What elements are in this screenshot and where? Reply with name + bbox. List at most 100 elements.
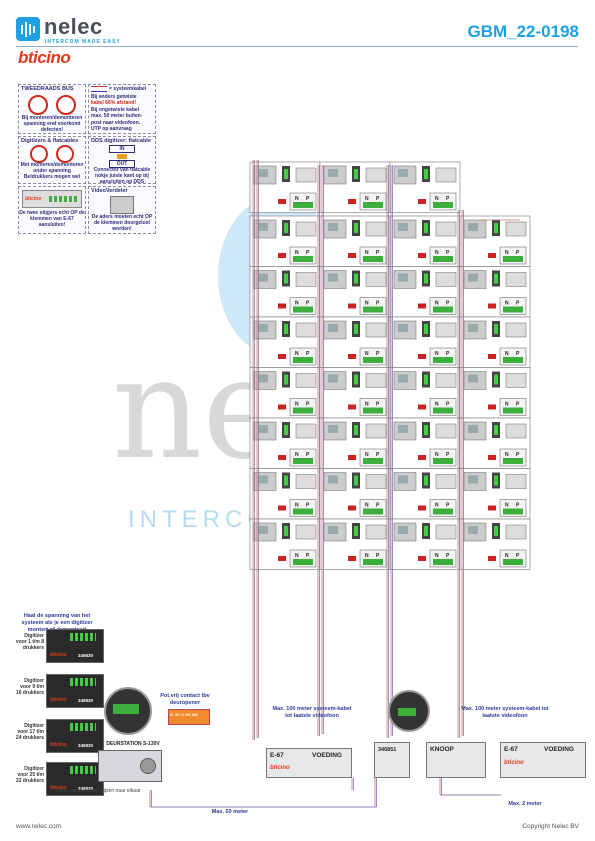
terminal-connector bbox=[503, 256, 523, 262]
video-screen bbox=[468, 425, 478, 433]
terminal-green bbox=[424, 273, 428, 284]
terminal-letter-n: N bbox=[505, 250, 509, 256]
handset bbox=[295, 423, 317, 439]
terminal-letter-p: P bbox=[446, 351, 450, 357]
terminal-letter-p: P bbox=[446, 250, 450, 256]
terminal-letter-n: N bbox=[435, 351, 439, 357]
tip-bus-title: TWEEDRAADS BUS bbox=[21, 86, 74, 92]
terminal-letter-n: N bbox=[295, 553, 299, 559]
website[interactable]: www.nelec.com bbox=[16, 823, 62, 830]
tip-strap: bticino De twee stijgers echt OP de klem… bbox=[18, 186, 86, 234]
call-button bbox=[488, 404, 496, 410]
call-button bbox=[418, 404, 426, 410]
terminal-letter-p: P bbox=[446, 452, 450, 458]
call-button bbox=[488, 354, 496, 359]
video-screen bbox=[398, 273, 408, 282]
handset bbox=[365, 524, 387, 540]
digitizer-code: 346830 bbox=[78, 743, 94, 748]
video-screen bbox=[258, 223, 268, 231]
terminal-letter-n: N bbox=[365, 553, 369, 559]
terminal-letter-n: N bbox=[295, 196, 299, 202]
terminal-letter-n: N bbox=[435, 452, 439, 458]
video-screen bbox=[398, 475, 408, 484]
terminal-letter-p: P bbox=[516, 503, 520, 509]
terminal-letter-p: P bbox=[376, 503, 380, 509]
terminal-green bbox=[494, 475, 498, 486]
digitizer-terminals bbox=[70, 723, 96, 731]
tip-video-text: De aders moeten echt OP de klemmen doorg… bbox=[91, 214, 153, 232]
tip-dds-text: Connector van flatcable nokje juiste kan… bbox=[93, 167, 151, 185]
node-module: KNOOP bbox=[426, 742, 486, 778]
digitizer-label: Digitizer voor 17 t/m 24 drukkers bbox=[15, 723, 44, 741]
call-button bbox=[348, 354, 356, 359]
terminal-letter-p: P bbox=[376, 196, 380, 202]
max100-right-note: Max. 100 meter systeem-kabel tot laatste… bbox=[461, 706, 549, 719]
terminal-connector bbox=[293, 306, 313, 313]
power-module-right: E-67 VOEDING bticino bbox=[500, 742, 586, 778]
e67-small-terminals bbox=[49, 196, 79, 202]
call-button bbox=[278, 455, 286, 460]
no-digitizer-icon bbox=[30, 145, 48, 163]
call-button bbox=[418, 505, 426, 511]
video-screen bbox=[468, 223, 478, 231]
handset bbox=[505, 272, 527, 287]
terminal-letter-n: N bbox=[435, 503, 439, 509]
center-module-code: 346851 bbox=[378, 747, 397, 753]
handset bbox=[435, 524, 457, 540]
tip-strap-text: De twee stijgers echt OP de klemmen van … bbox=[19, 210, 85, 228]
handset bbox=[435, 221, 457, 237]
video-screen bbox=[328, 273, 338, 282]
video-screen bbox=[258, 273, 268, 282]
terminal-green bbox=[424, 475, 428, 486]
nelec-logo-icon bbox=[16, 17, 40, 41]
terminal-connector bbox=[503, 407, 523, 414]
handset bbox=[505, 474, 527, 489]
terminal-connector bbox=[433, 458, 453, 464]
call-button bbox=[278, 354, 286, 359]
terminal-connector bbox=[293, 407, 313, 414]
call-button bbox=[418, 354, 426, 359]
video-screen bbox=[328, 374, 338, 383]
terminal-connector bbox=[433, 508, 453, 515]
handset bbox=[365, 373, 387, 388]
tip-cable-line-3: max. 50 meter buiten- bbox=[91, 113, 143, 119]
digitizer-brand: bticino bbox=[50, 785, 67, 791]
call-button bbox=[418, 455, 426, 460]
center-zoom-green bbox=[398, 708, 416, 716]
bticino-logo: bticino bbox=[18, 48, 71, 68]
call-button bbox=[348, 199, 356, 204]
max100-left-note: Max. 100 meter systeem-kabel tot laatste… bbox=[272, 706, 352, 719]
terminal-green bbox=[494, 324, 498, 334]
video-screen bbox=[258, 169, 268, 177]
e67-small-brand: bticino bbox=[25, 196, 42, 202]
terminal-connector bbox=[363, 508, 383, 515]
digitizer-label: Digitizer voor 1 t/m 8 drukkers bbox=[15, 633, 44, 651]
handset bbox=[365, 221, 387, 237]
terminal-letter-p: P bbox=[306, 301, 310, 307]
terminal-green bbox=[284, 425, 288, 435]
no-flash-icon bbox=[56, 95, 76, 115]
terminal-letter-p: P bbox=[516, 250, 520, 256]
call-button bbox=[348, 455, 356, 460]
left-module-brand: bticino bbox=[270, 765, 290, 771]
terminal-letter-p: P bbox=[516, 351, 520, 357]
call-button bbox=[278, 556, 286, 561]
center-module: 346851 bbox=[374, 742, 410, 778]
terminal-letter-n: N bbox=[295, 250, 299, 256]
video-screen bbox=[468, 475, 478, 484]
terminal-letter-n: N bbox=[295, 351, 299, 357]
video-screen bbox=[258, 374, 268, 383]
terminal-green bbox=[284, 374, 288, 385]
terminal-green bbox=[354, 374, 358, 385]
handset bbox=[295, 474, 317, 489]
terminal-connector bbox=[363, 256, 383, 262]
terminal-connector bbox=[363, 357, 383, 363]
call-button bbox=[348, 253, 356, 258]
header-divider bbox=[16, 46, 578, 47]
terminal-green bbox=[494, 425, 498, 435]
terminal-connector bbox=[503, 458, 523, 464]
handset bbox=[365, 474, 387, 489]
dds-in-box: IN bbox=[109, 145, 135, 153]
terminal-green bbox=[354, 475, 358, 486]
terminal-letter-n: N bbox=[505, 402, 509, 408]
